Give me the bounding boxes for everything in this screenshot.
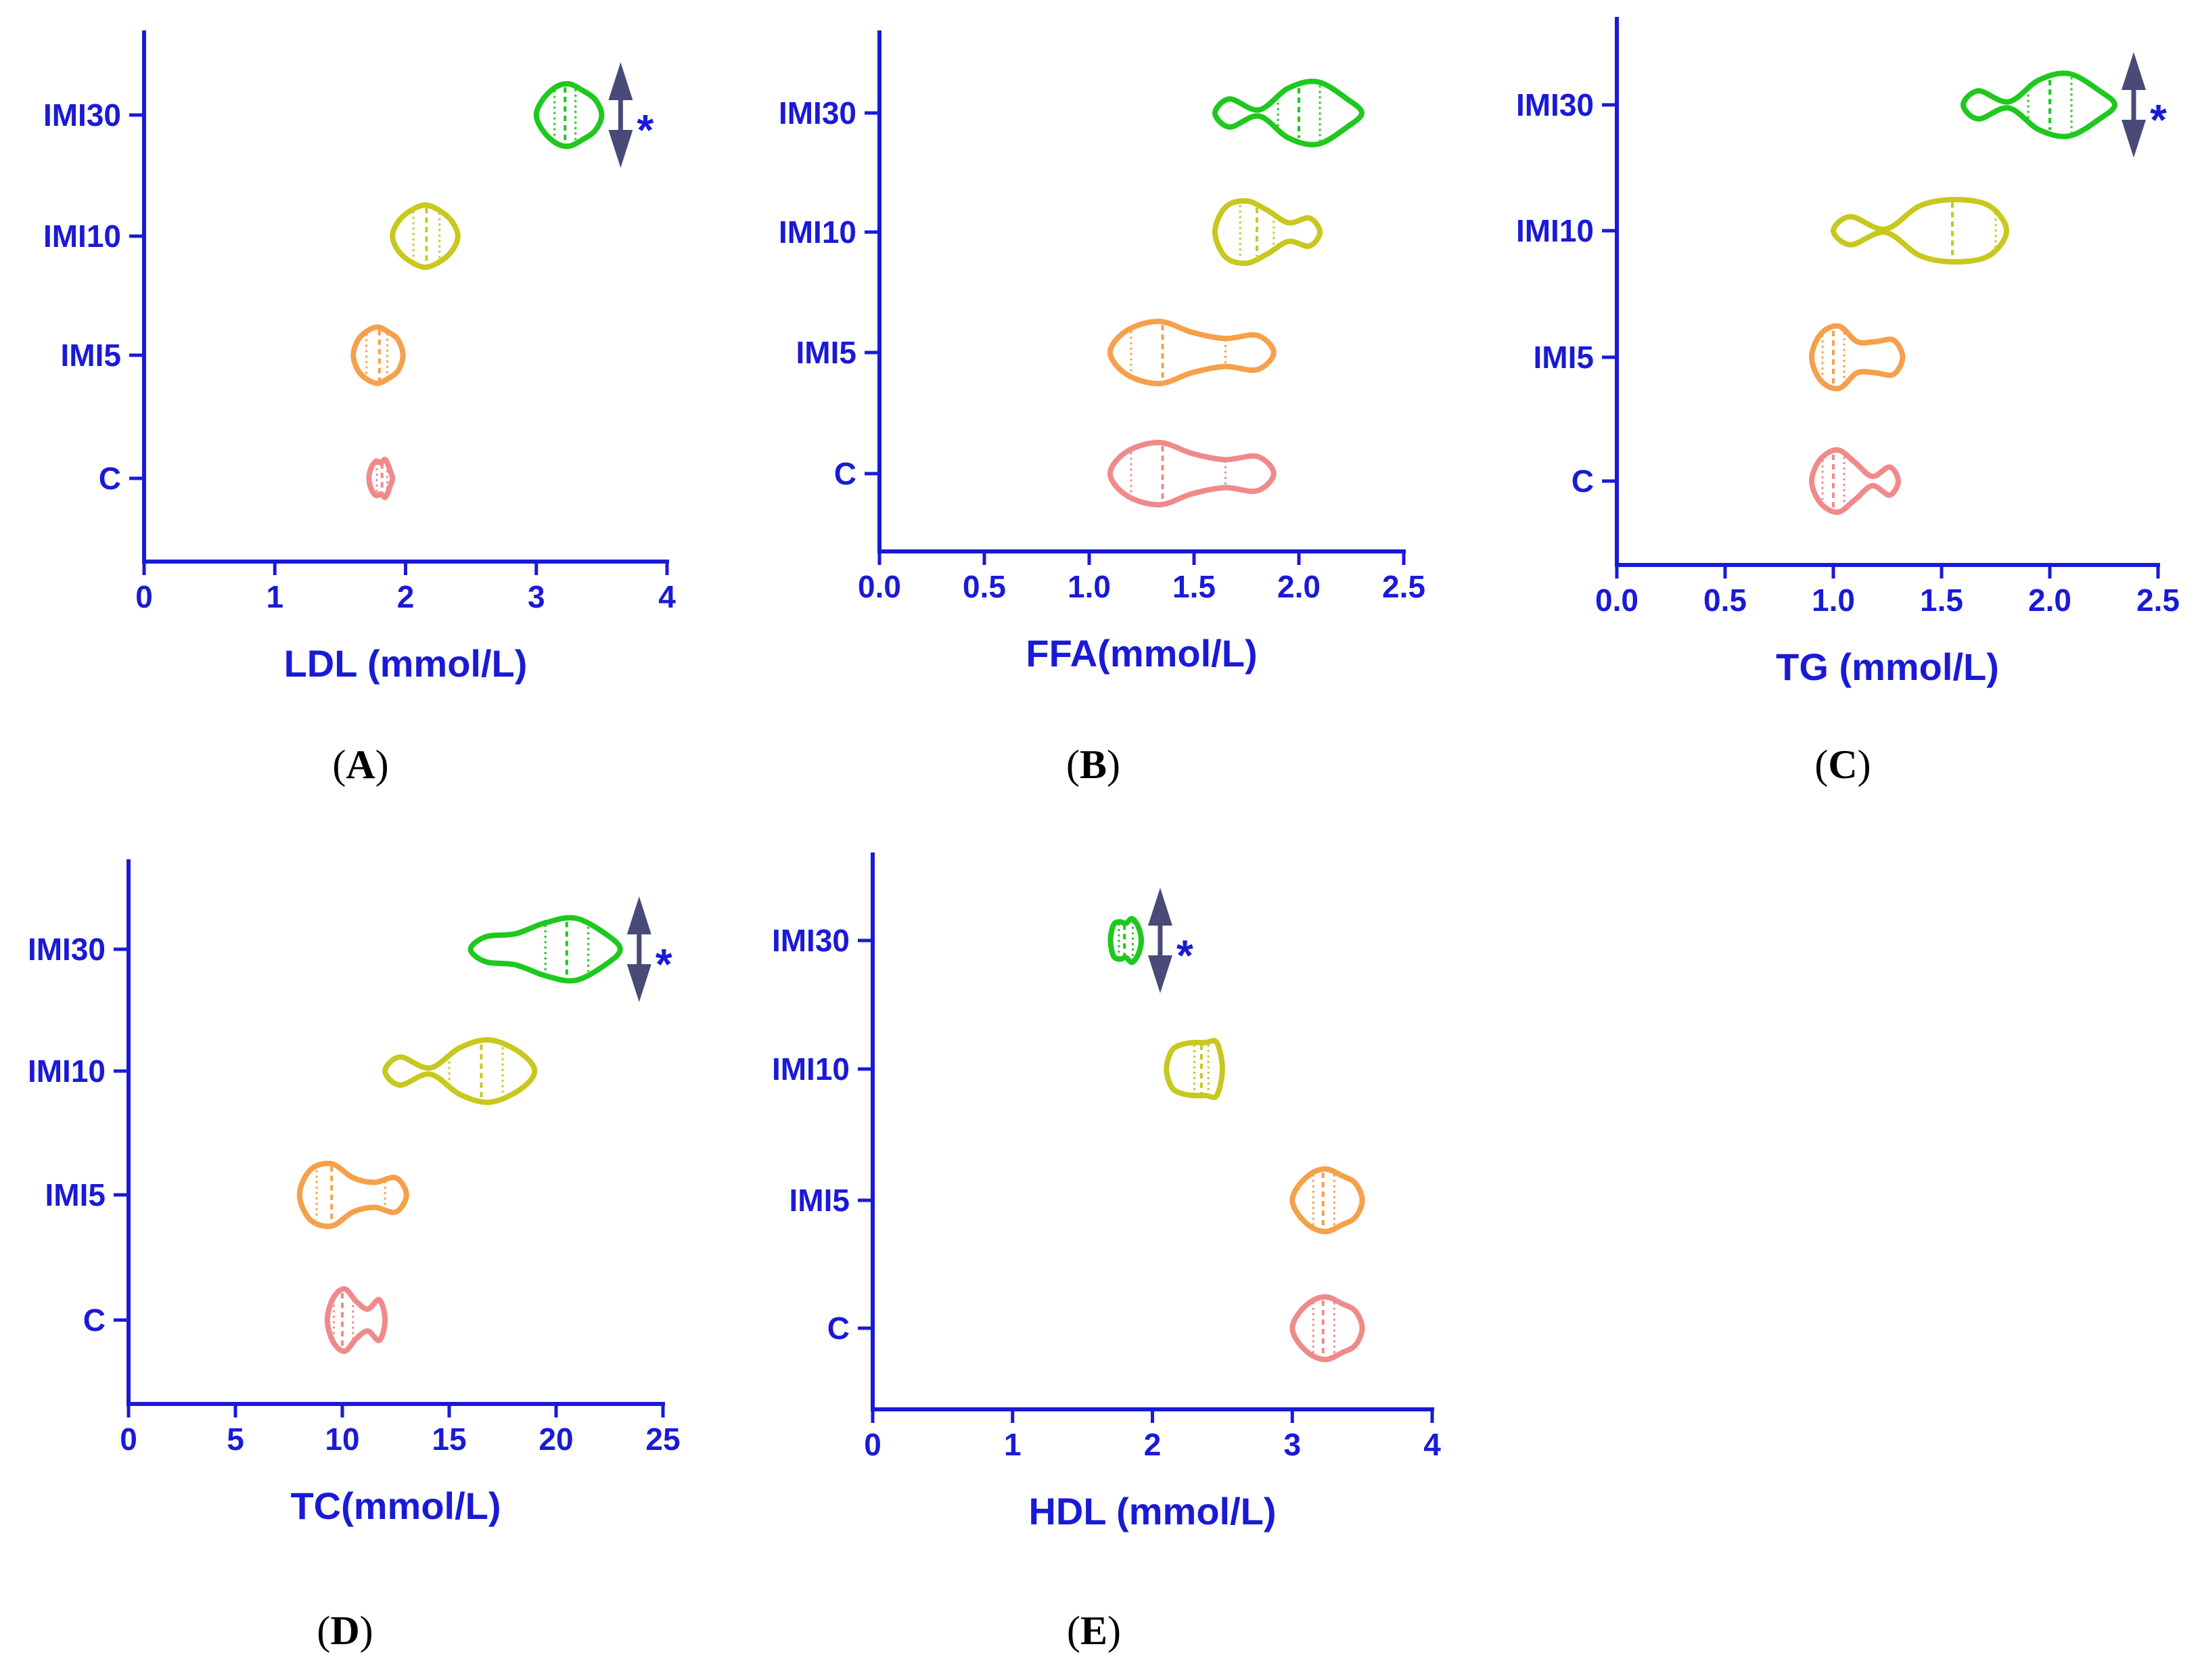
panel-label: (E) (1067, 1608, 1121, 1653)
panel-label: (A) (332, 742, 388, 787)
y-tick-label: C (83, 1302, 106, 1338)
violin-imi10 (390, 202, 461, 270)
violin-c (1289, 1294, 1365, 1363)
x-axis-label: TC(mmol/L) (290, 1484, 501, 1527)
panel-label: (D) (317, 1608, 373, 1653)
significance-arrow (608, 62, 633, 168)
significance-arrow (1147, 888, 1172, 993)
y-tick-label: IMI30 (772, 923, 850, 958)
violin-imi30 (1107, 915, 1144, 966)
violin-imi10 (382, 1037, 538, 1106)
x-tick-label: 0 (120, 1422, 137, 1457)
violin-imi5 (1809, 323, 1906, 392)
x-axis-label: TG (mmol/L) (1776, 645, 1999, 688)
x-tick-label: 2.0 (2028, 583, 2071, 618)
y-tick-label: IMI10 (43, 219, 121, 254)
y-tick-label: C (99, 461, 121, 496)
y-tick-label: IMI5 (61, 338, 121, 373)
y-tick-label: IMI5 (45, 1177, 106, 1212)
panel-c: 0.0 0.5 1.0 1.5 2.0 2.5 TG (mmol/L) C IMI5 IMI10 I… (1516, 17, 2180, 688)
x-axis-label: FFA(mmol/L) (1026, 632, 1257, 675)
x-axis-label: HDL (mmol/L) (1028, 1490, 1276, 1533)
significance-star: * (656, 940, 672, 989)
x-tick-label: 3 (1283, 1427, 1301, 1462)
y-tick-label: IMI10 (772, 1051, 850, 1087)
violin-imi10 (1164, 1038, 1225, 1100)
violin-c (1809, 447, 1901, 516)
y-tick-label: IMI10 (28, 1053, 106, 1089)
significance-arrow (2122, 52, 2146, 158)
violin-imi10 (1831, 197, 2009, 265)
x-tick-label: 1.0 (1812, 583, 1855, 618)
x-tick-label: 4 (658, 579, 676, 614)
x-tick-label: 0.0 (858, 569, 901, 604)
y-tick-label: C (1572, 463, 1594, 499)
x-tick-label: 1.0 (1068, 569, 1111, 604)
violin-c (1107, 440, 1277, 507)
x-tick-label: 10 (325, 1422, 359, 1457)
violin-imi5 (350, 324, 406, 386)
x-tick-label: 1 (1004, 1427, 1022, 1462)
violin-imi30 (533, 81, 605, 150)
violin-c (366, 457, 396, 500)
x-tick-label: 2 (397, 579, 415, 614)
x-tick-label: 2.5 (2136, 583, 2180, 618)
violin-imi30 (1961, 70, 2117, 139)
x-tick-label: 1.5 (1172, 569, 1216, 604)
y-tick-label: IMI30 (28, 932, 106, 967)
violin-imi30 (1212, 78, 1365, 147)
violin-imi30 (467, 915, 623, 984)
x-tick-label: 2.5 (1382, 569, 1425, 604)
x-tick-label: 15 (432, 1422, 466, 1457)
x-tick-label: 0 (135, 579, 153, 614)
x-tick-label: 25 (645, 1422, 680, 1457)
x-tick-label: 2 (1144, 1427, 1162, 1462)
x-tick-label: 5 (227, 1422, 244, 1457)
y-tick-label: IMI30 (779, 95, 856, 131)
significance-star: * (2150, 95, 2167, 144)
panel-label: (B) (1066, 742, 1120, 787)
significance-arrow (626, 896, 651, 1002)
x-tick-label: 1.5 (1920, 583, 1963, 618)
x-axis-label: LDL (mmol/L) (284, 642, 528, 685)
y-tick-label: IMI10 (1516, 213, 1594, 248)
x-tick-label: 1 (266, 579, 283, 614)
y-tick-label: IMI30 (1516, 87, 1594, 122)
x-tick-label: 0.5 (1703, 583, 1747, 618)
x-tick-label: 2.0 (1277, 569, 1321, 604)
y-tick-label: IMI10 (779, 214, 856, 250)
y-tick-label: IMI5 (1534, 340, 1594, 375)
y-tick-label: IMI5 (789, 1183, 850, 1218)
y-tick-label: IMI30 (43, 97, 121, 133)
y-tick-label: C (834, 456, 856, 491)
y-tick-label: IMI5 (796, 335, 856, 370)
x-tick-label: 3 (528, 579, 545, 614)
x-tick-label: 0 (864, 1427, 881, 1462)
significance-star: * (1176, 931, 1193, 980)
x-tick-label: 4 (1423, 1427, 1441, 1462)
x-tick-label: 0.0 (1595, 583, 1638, 618)
violin-imi10 (1212, 198, 1323, 267)
significance-star: * (637, 106, 654, 154)
violin-imi5 (1289, 1166, 1365, 1235)
y-tick-label: C (827, 1311, 850, 1346)
x-tick-label: 20 (538, 1422, 573, 1457)
panel-label: (C) (1814, 742, 1871, 787)
x-tick-label: 0.5 (963, 569, 1006, 604)
violin-imi5 (296, 1160, 409, 1229)
violin-imi5 (1107, 319, 1277, 386)
violin-c (324, 1286, 388, 1355)
